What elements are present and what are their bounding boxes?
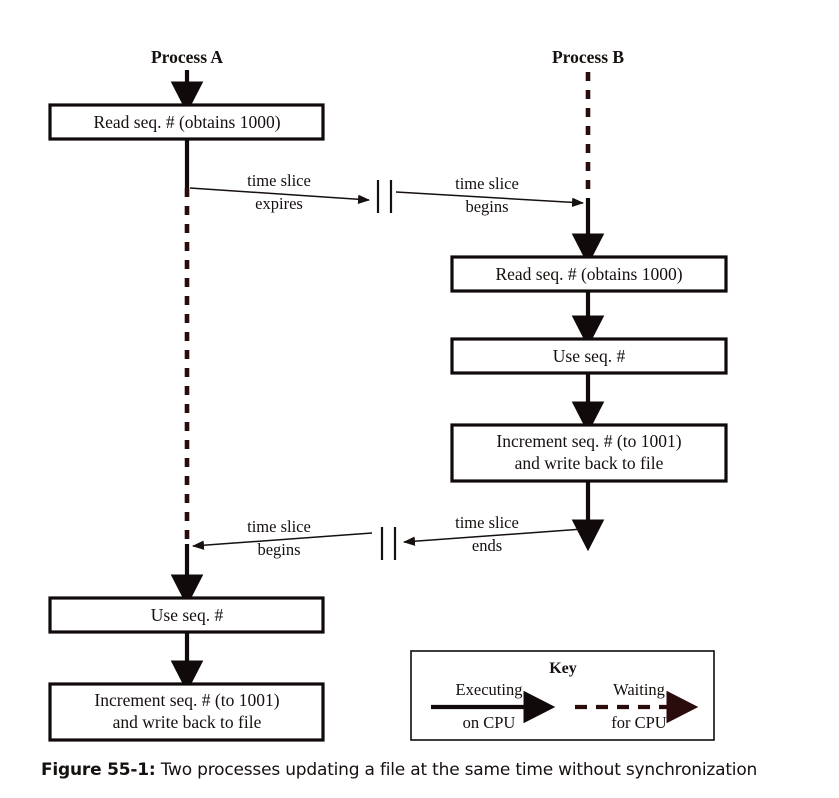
label-time-slice-expires-line1: time slice <box>247 171 311 190</box>
process-b-step1-label: Read seq. # (obtains 1000) <box>495 264 682 284</box>
lane-process-a: Process A Read seq. # (obtains 1000) Use… <box>48 47 325 742</box>
lane-process-b: Process B Read seq. # (obtains 1000) Use… <box>450 47 728 552</box>
label-time-slice-begins-b-line1: time slice <box>455 174 519 193</box>
process-a-title: Process A <box>151 47 223 67</box>
label-time-slice-begins-b-line2: begins <box>465 197 508 216</box>
process-b-step3-label-line1: Increment seq. # (to 1001) <box>496 431 681 451</box>
key-executing-label-line2: on CPU <box>463 713 516 732</box>
arrow-time-slice-expires <box>189 187 370 204</box>
process-b-step3-label-line2: and write back to file <box>515 453 664 473</box>
figure-caption: Figure 55-1: Two processes updating a fi… <box>41 760 821 780</box>
key-title: Key <box>549 660 577 677</box>
process-b-step3-box[interactable] <box>450 423 728 483</box>
label-time-slice-ends-line1: time slice <box>455 513 519 532</box>
process-a-step3-label-line1: Increment seq. # (to 1001) <box>94 690 279 710</box>
process-a-step3-box[interactable] <box>48 682 325 742</box>
process-b-step1-box[interactable] <box>450 255 728 293</box>
process-a-step1-label: Read seq. # (obtains 1000) <box>93 112 280 132</box>
arrow-time-slice-begins-b <box>395 191 584 208</box>
process-a-step2-label: Use seq. # <box>151 605 224 625</box>
process-a-step3-label-line2: and write back to file <box>113 712 262 732</box>
key-waiting-label-line1: Waiting <box>613 680 665 699</box>
figure-caption-number: Figure 55-1: <box>41 760 156 780</box>
process-b-step2-label: Use seq. # <box>553 346 626 366</box>
label-time-slice-begins-a-line1: time slice <box>247 517 311 536</box>
process-timeline-diagram: Process A Read seq. # (obtains 1000) Use… <box>48 47 728 742</box>
arrow-time-slice-ends <box>403 528 584 546</box>
transition-slice-ends-begins: time slice ends time slice begins <box>192 513 584 560</box>
arrow-time-slice-begins-a <box>192 532 373 550</box>
key-executing-label-line1: Executing <box>456 680 523 699</box>
process-a-step2-box[interactable] <box>48 596 325 634</box>
label-time-slice-begins-a-line2: begins <box>257 540 300 559</box>
label-time-slice-expires-line2: expires <box>255 194 303 213</box>
label-time-slice-ends-line2: ends <box>472 536 502 555</box>
key-legend-box <box>410 650 715 741</box>
transition-slice-expires-begins: time slice expires time slice begins <box>189 171 584 216</box>
key-legend: Key Executing on CPU Waiting for CPU <box>410 650 715 741</box>
process-b-title: Process B <box>552 47 624 67</box>
figure-caption-text: Two processes updating a file at the sam… <box>155 760 758 780</box>
key-waiting-label-line2: for CPU <box>611 713 667 732</box>
